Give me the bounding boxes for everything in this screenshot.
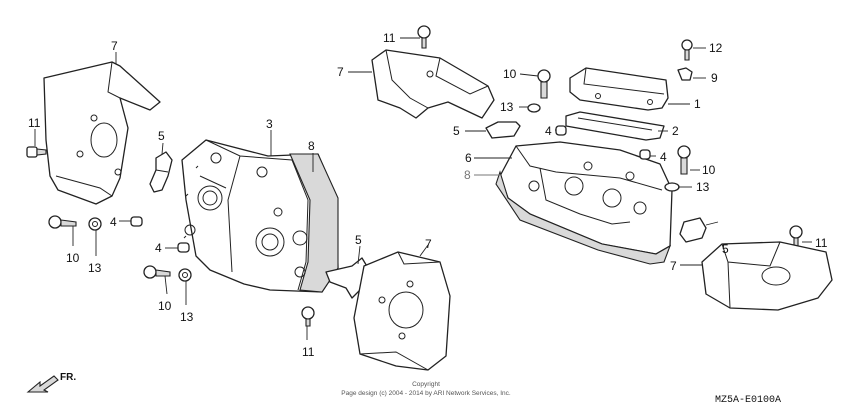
callout-4-left-lower: 4 bbox=[155, 241, 162, 255]
dowel-left-upper[interactable] bbox=[130, 216, 143, 227]
rear-head-cover-1[interactable] bbox=[569, 67, 669, 111]
callout-3: 3 bbox=[266, 117, 273, 131]
callout-6: 6 bbox=[465, 151, 472, 165]
dowel-left-lower[interactable] bbox=[177, 242, 190, 253]
callout-13-left-lower: 13 bbox=[180, 310, 194, 324]
bolt-top-11[interactable] bbox=[417, 25, 431, 49]
callout-4-left-upper: 4 bbox=[110, 215, 117, 229]
callout-8-rear: 8 bbox=[464, 168, 471, 182]
washer-right-13[interactable] bbox=[664, 182, 680, 192]
diagram-code: MZ5A-E0100A bbox=[715, 395, 781, 406]
bolt-bottom-11[interactable] bbox=[301, 306, 315, 327]
callout-9: 9 bbox=[711, 71, 718, 85]
washer-left-13-upper[interactable] bbox=[88, 217, 102, 231]
callout-5-rear-upper: 5 bbox=[453, 124, 460, 138]
bracket-rear-upper[interactable] bbox=[485, 121, 521, 139]
bracket-rear-right[interactable] bbox=[679, 217, 707, 243]
bolt-12[interactable] bbox=[681, 39, 693, 61]
callout-5-front-center: 5 bbox=[355, 233, 362, 247]
dowel-right[interactable] bbox=[639, 149, 651, 160]
copyright-line-1: Copyright bbox=[412, 381, 440, 388]
front-direction-arrow: FR. bbox=[26, 372, 76, 393]
callout-1: 1 bbox=[694, 97, 701, 111]
side-cover-lower-center[interactable] bbox=[353, 251, 451, 371]
callout-12: 12 bbox=[709, 41, 723, 55]
copyright-line-2: Page design (c) 2004 - 2014 by ARI Netwo… bbox=[341, 390, 511, 397]
callout-4-center: 4 bbox=[545, 124, 552, 138]
callout-13-upper: 13 bbox=[500, 100, 514, 114]
washer-left-13-lower[interactable] bbox=[178, 268, 192, 282]
callout-labels: 1 2 3 4 4 4 4 5 5 5 5 6 7 7 7 7 8 8 9 10… bbox=[28, 31, 828, 359]
callout-4-right: 4 bbox=[660, 150, 667, 164]
bolt-left-11[interactable] bbox=[26, 146, 47, 158]
callout-7-lower-center: 7 bbox=[425, 237, 432, 251]
callout-13-right: 13 bbox=[696, 180, 710, 194]
washer-upper-13[interactable] bbox=[527, 103, 541, 113]
bolt-left-10-lower[interactable] bbox=[143, 265, 171, 279]
callout-10-left-lower: 10 bbox=[158, 299, 172, 313]
callout-10-left-upper: 10 bbox=[66, 251, 80, 265]
footer: Copyright Page design (c) 2004 - 2014 by… bbox=[341, 381, 781, 406]
gasket-2[interactable] bbox=[565, 111, 665, 141]
callout-10-right: 10 bbox=[702, 163, 716, 177]
bolt-left-10-upper[interactable] bbox=[48, 215, 77, 229]
callout-2: 2 bbox=[672, 124, 679, 138]
bracket-front-left[interactable] bbox=[149, 151, 173, 193]
leader-lines bbox=[34, 37, 812, 340]
callout-11-top: 11 bbox=[383, 31, 396, 45]
side-cover-upper-left[interactable] bbox=[43, 61, 161, 205]
callout-7-upper-left: 7 bbox=[111, 39, 118, 53]
callout-13-left-upper: 13 bbox=[88, 261, 102, 275]
callout-5-rear-right: 5 bbox=[722, 242, 729, 256]
bolt-upper-10[interactable] bbox=[537, 69, 551, 99]
callout-7-upper-center: 7 bbox=[337, 65, 344, 79]
callout-10-upper: 10 bbox=[503, 67, 517, 81]
callout-11-left: 11 bbox=[28, 116, 41, 130]
side-cover-upper-center[interactable] bbox=[371, 49, 495, 119]
callout-11-right: 11 bbox=[815, 236, 828, 250]
callout-8-front: 8 bbox=[308, 139, 315, 153]
bolt-right-10[interactable] bbox=[677, 145, 691, 175]
callout-11-bottom: 11 bbox=[302, 345, 315, 359]
dowel-center[interactable] bbox=[555, 125, 567, 136]
front-label: FR. bbox=[60, 372, 76, 383]
callout-5-front-left: 5 bbox=[158, 129, 165, 143]
front-cylinder-head-assembly[interactable] bbox=[181, 139, 339, 293]
side-cover-right[interactable] bbox=[701, 241, 833, 311]
rear-cylinder-head-assembly[interactable] bbox=[495, 141, 673, 265]
grommet-9[interactable] bbox=[677, 67, 693, 81]
callout-7-right: 7 bbox=[670, 259, 677, 273]
